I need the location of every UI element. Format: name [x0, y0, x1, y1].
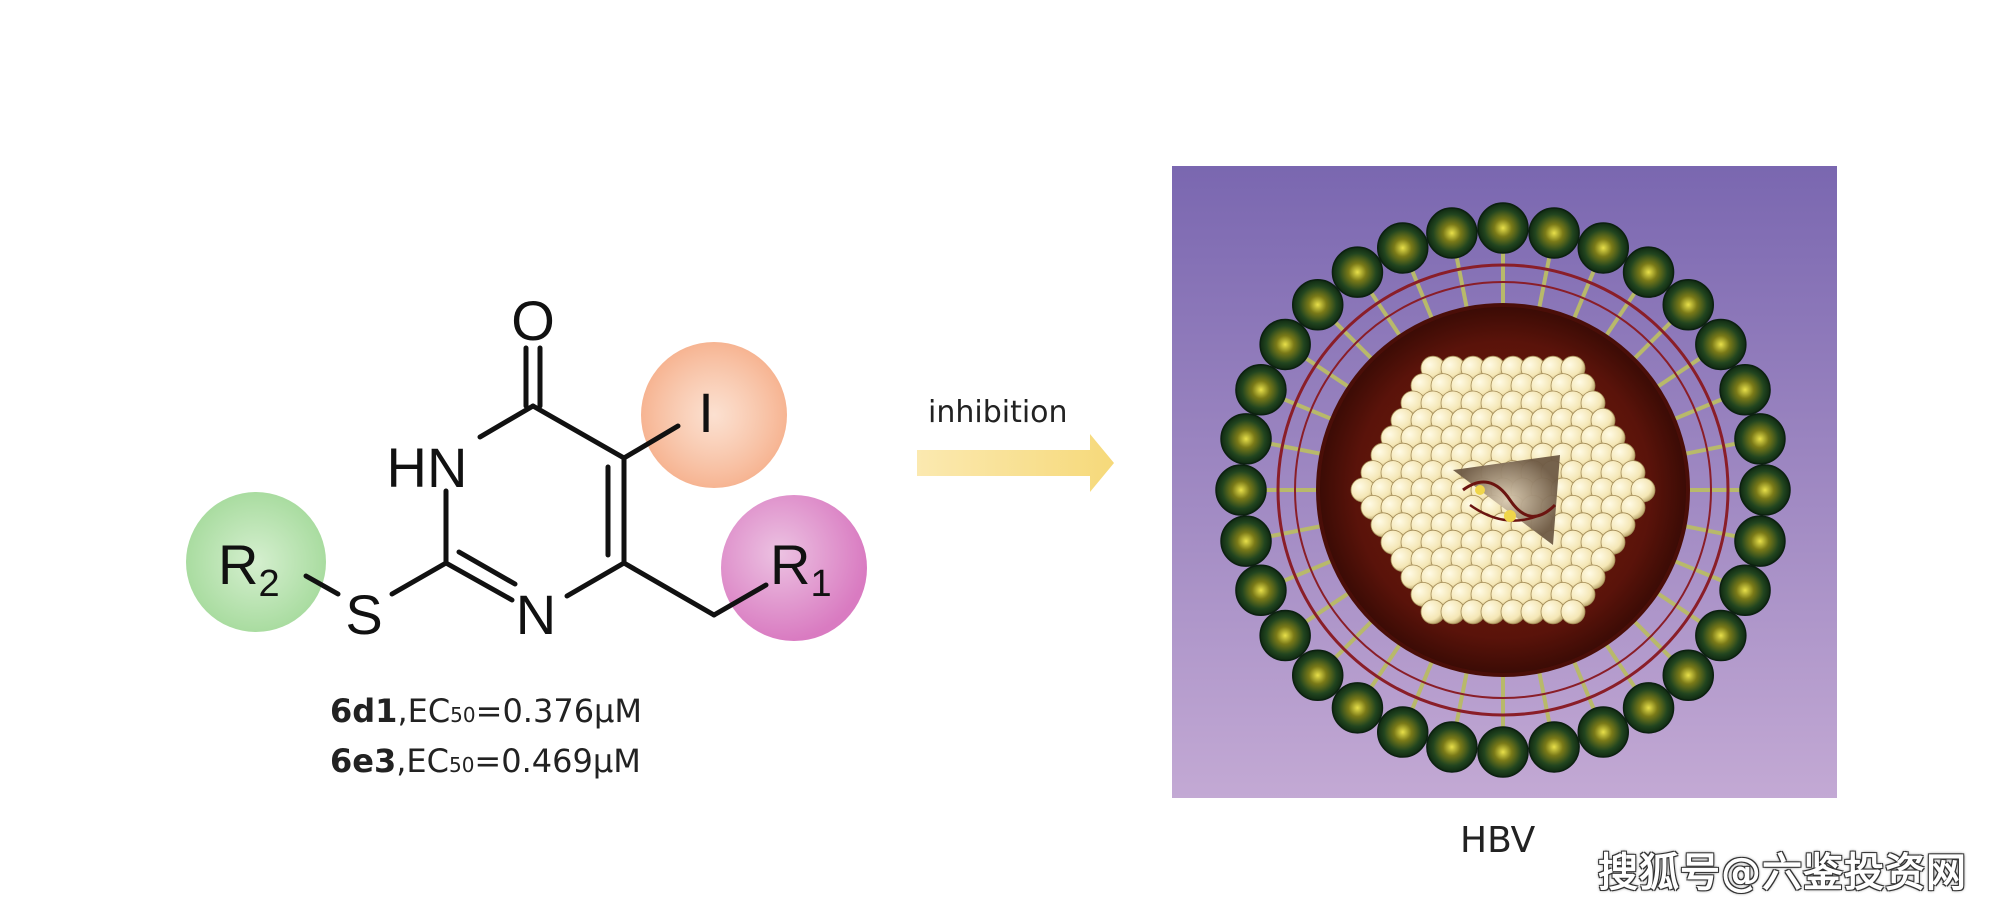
spike-stalk [1655, 591, 1704, 625]
surface-antigen [1734, 515, 1786, 567]
atom-sulfur: S [345, 583, 382, 646]
envelope-ring [1276, 263, 1730, 717]
atom-oxygen: O [511, 289, 555, 352]
spike-stalk [1267, 441, 1322, 456]
surface-antigen [1376, 222, 1429, 274]
spike-stalk [1632, 318, 1675, 361]
surface-antigen [1577, 706, 1630, 758]
hbv-label: HBV [1460, 820, 1536, 861]
viral-dna-strand [1462, 480, 1557, 518]
spike-stalk [1454, 254, 1469, 309]
surface-antigen [1662, 278, 1715, 331]
hbv-illustration [1172, 166, 1837, 798]
surface-antigen [1259, 318, 1311, 371]
surface-antigen [1622, 246, 1675, 298]
surface-antigen [1528, 207, 1580, 259]
surface-antigen [1235, 363, 1287, 416]
surface-antigen [1739, 464, 1791, 516]
surface-antigen [1695, 609, 1747, 662]
surface-antigen [1291, 278, 1344, 331]
molecule-bonds [303, 345, 769, 618]
surface-antigen [1220, 413, 1272, 465]
surface-antigen [1331, 682, 1384, 734]
surface-antigen [1695, 318, 1747, 371]
r1-symbol: R1 [770, 533, 832, 605]
spike-stalk [1673, 558, 1726, 584]
polymerase-dot [1475, 485, 1485, 495]
spike-stalk [1571, 660, 1597, 713]
spike-stalk [1684, 524, 1739, 539]
spike-stalk [1454, 671, 1469, 726]
spike-stalk [1537, 254, 1552, 309]
spike-stalk [1537, 671, 1552, 726]
surface-antigen [1235, 564, 1287, 617]
compound-line: 6d1,EC50=0.376μM [330, 692, 643, 730]
compound-line: 6e3,EC50=0.469μM [330, 742, 641, 780]
atom-hn: HN [387, 436, 468, 499]
spike-stalk [1267, 524, 1322, 539]
surface-antigen [1719, 363, 1771, 416]
spike-stalk [1409, 267, 1435, 320]
watermark-text: 搜狐号@六鉴投资网 [1598, 850, 1967, 896]
atom-iodine: I [698, 381, 714, 444]
spike-stalk [1409, 660, 1435, 713]
surface-spikes [1215, 202, 1791, 778]
iodine-highlight [641, 342, 787, 488]
surface-antigen [1220, 515, 1272, 567]
spike-stalk [1632, 619, 1675, 662]
surface-antigen [1622, 682, 1675, 734]
viral-dna-strand-2 [1469, 503, 1541, 522]
polymerase-dot [1504, 510, 1516, 522]
spike-stalk [1684, 441, 1739, 456]
surface-antigen [1477, 726, 1529, 778]
surface-antigen [1426, 721, 1478, 773]
surface-antigen [1291, 649, 1344, 702]
surface-antigen [1331, 246, 1384, 298]
surface-antigen [1577, 222, 1630, 274]
surface-antigen [1426, 207, 1478, 259]
spike-stalk [1331, 619, 1374, 662]
r2-symbol: R2 [218, 533, 280, 605]
surface-antigen [1259, 609, 1311, 662]
spike-stalk [1368, 289, 1402, 338]
spike-stalk [1571, 267, 1597, 320]
capsid-cavity [1453, 455, 1560, 545]
spike-stalk [1302, 355, 1351, 389]
surface-antigen [1734, 413, 1786, 465]
spike-stalk [1368, 642, 1402, 691]
surface-antigen [1662, 649, 1715, 702]
surface-antigen [1376, 706, 1429, 758]
r1-highlight [721, 495, 867, 641]
surface-antigen [1477, 202, 1529, 254]
surface-antigen [1215, 464, 1267, 516]
compound-caption: 6d1,EC50=0.376μM 6e3,EC50=0.469μM [330, 688, 642, 788]
spike-stalk [1655, 355, 1704, 389]
arrow-label: inhibition [928, 395, 1068, 430]
spike-stalk [1604, 642, 1638, 691]
r2-highlight [186, 492, 326, 632]
spike-stalk [1673, 396, 1726, 422]
spike-stalk [1604, 289, 1638, 338]
spike-stalk [1280, 558, 1333, 584]
surface-antigen [1528, 721, 1580, 773]
spike-stalk [1280, 396, 1333, 422]
envelope-ring-inner [1294, 281, 1712, 699]
atom-nitrogen: N [516, 583, 556, 646]
capsid-subunit [1560, 599, 1586, 625]
inhibition-arrow [917, 434, 1114, 492]
spike-stalk [1331, 318, 1374, 361]
spike-stalk [1302, 591, 1351, 625]
surface-antigen [1719, 564, 1771, 617]
